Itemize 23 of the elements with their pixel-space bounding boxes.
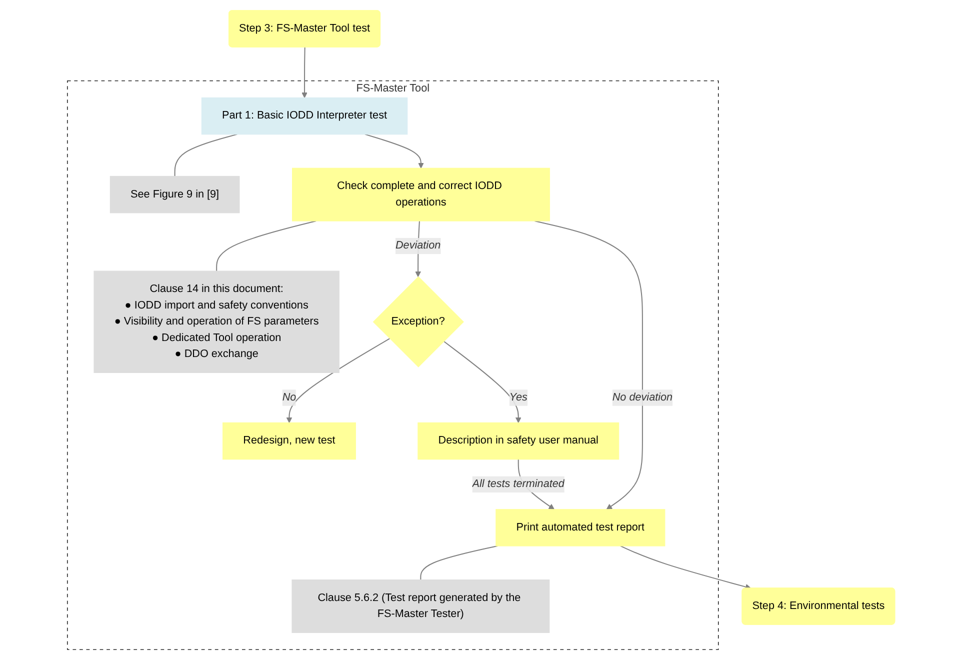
node-box: Print automated test report xyxy=(496,509,666,546)
connector xyxy=(216,220,317,272)
edge-label: No xyxy=(282,392,297,404)
arrow xyxy=(365,134,424,168)
edge-label: All tests terminated xyxy=(472,478,565,490)
edge-label: Deviation xyxy=(396,240,442,252)
arrow xyxy=(302,47,308,98)
node-box: Check complete and correct IODD operations xyxy=(292,168,550,222)
node-box: See Figure 9 in [9] xyxy=(110,176,240,214)
edge-label: Yes xyxy=(510,392,528,404)
arrow xyxy=(534,220,644,510)
connector xyxy=(420,545,498,580)
node-box: Description in safety user manual xyxy=(418,422,620,460)
node-box: Clause 14 in this document: ● IODD import and safety conventions ● Visibility and operation of FS parameters ● Dedicated Tool operation ● DDO exchange xyxy=(94,270,340,373)
node-box: Part 1: Basic IODD Interpreter test xyxy=(202,97,408,135)
node-diamond: Exception? xyxy=(373,276,464,368)
edge-label: No deviation xyxy=(612,392,673,404)
arrow xyxy=(444,340,522,424)
arrow xyxy=(620,546,752,590)
arrow xyxy=(286,338,390,424)
node-box: Clause 5.6.2 (Test report generated by the FS-Master Tester) xyxy=(292,580,550,633)
connector xyxy=(174,134,238,176)
node-box: Redesign, new test xyxy=(222,422,356,460)
